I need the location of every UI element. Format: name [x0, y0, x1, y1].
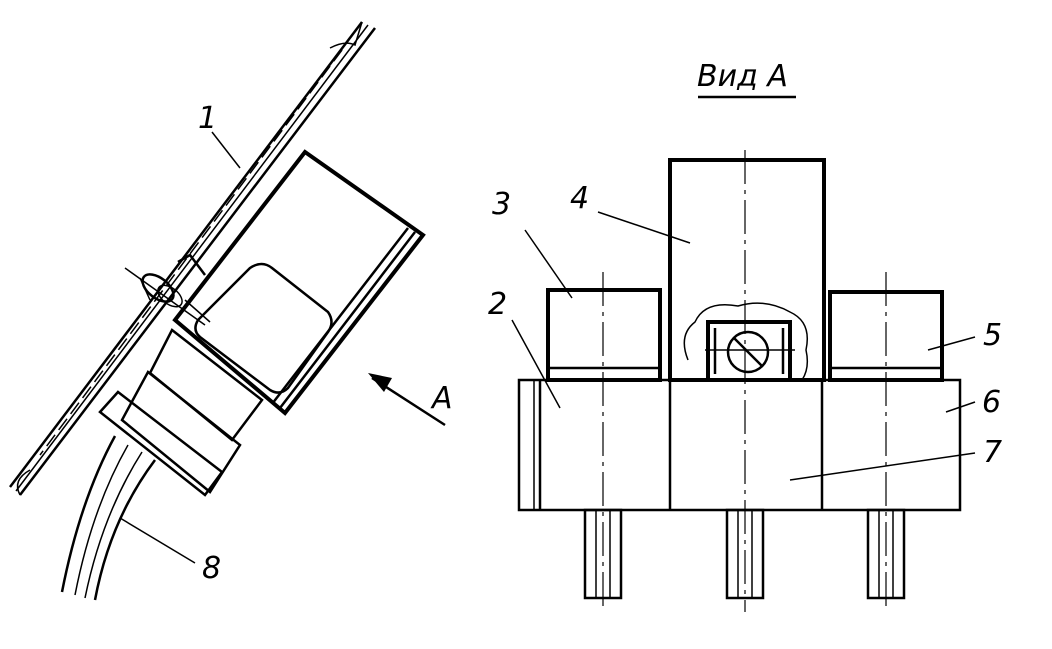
callout-6: 6 — [982, 385, 1001, 420]
arrow-label: A — [430, 381, 453, 416]
leader-8 — [119, 517, 196, 564]
cable — [60, 435, 157, 601]
block-4 — [668, 158, 826, 382]
callout-2: 2 — [488, 287, 507, 322]
block-3 — [546, 288, 662, 382]
callout-5: 5 — [983, 318, 1002, 353]
callout-3: 3 — [492, 187, 511, 222]
leaders — [511, 211, 976, 481]
terminal-screw — [726, 330, 770, 374]
housing-box — [172, 149, 426, 416]
side-view — [9, 21, 446, 601]
terminal-cutaway — [683, 302, 809, 382]
inner-cavity — [194, 262, 333, 394]
lower-blocks — [98, 328, 264, 497]
centerlines — [602, 150, 887, 612]
callout-4: 4 — [570, 181, 589, 216]
view-title: Вид А — [697, 59, 788, 94]
view-arrow-a — [368, 373, 446, 427]
fastener — [124, 253, 211, 326]
callout-7: 7 — [983, 435, 1002, 470]
callout-8: 8 — [202, 551, 221, 586]
pins — [583, 508, 906, 600]
view-a — [511, 95, 976, 612]
leader-1 — [211, 131, 241, 169]
callout-1: 1 — [198, 101, 217, 136]
base-body — [517, 378, 962, 512]
